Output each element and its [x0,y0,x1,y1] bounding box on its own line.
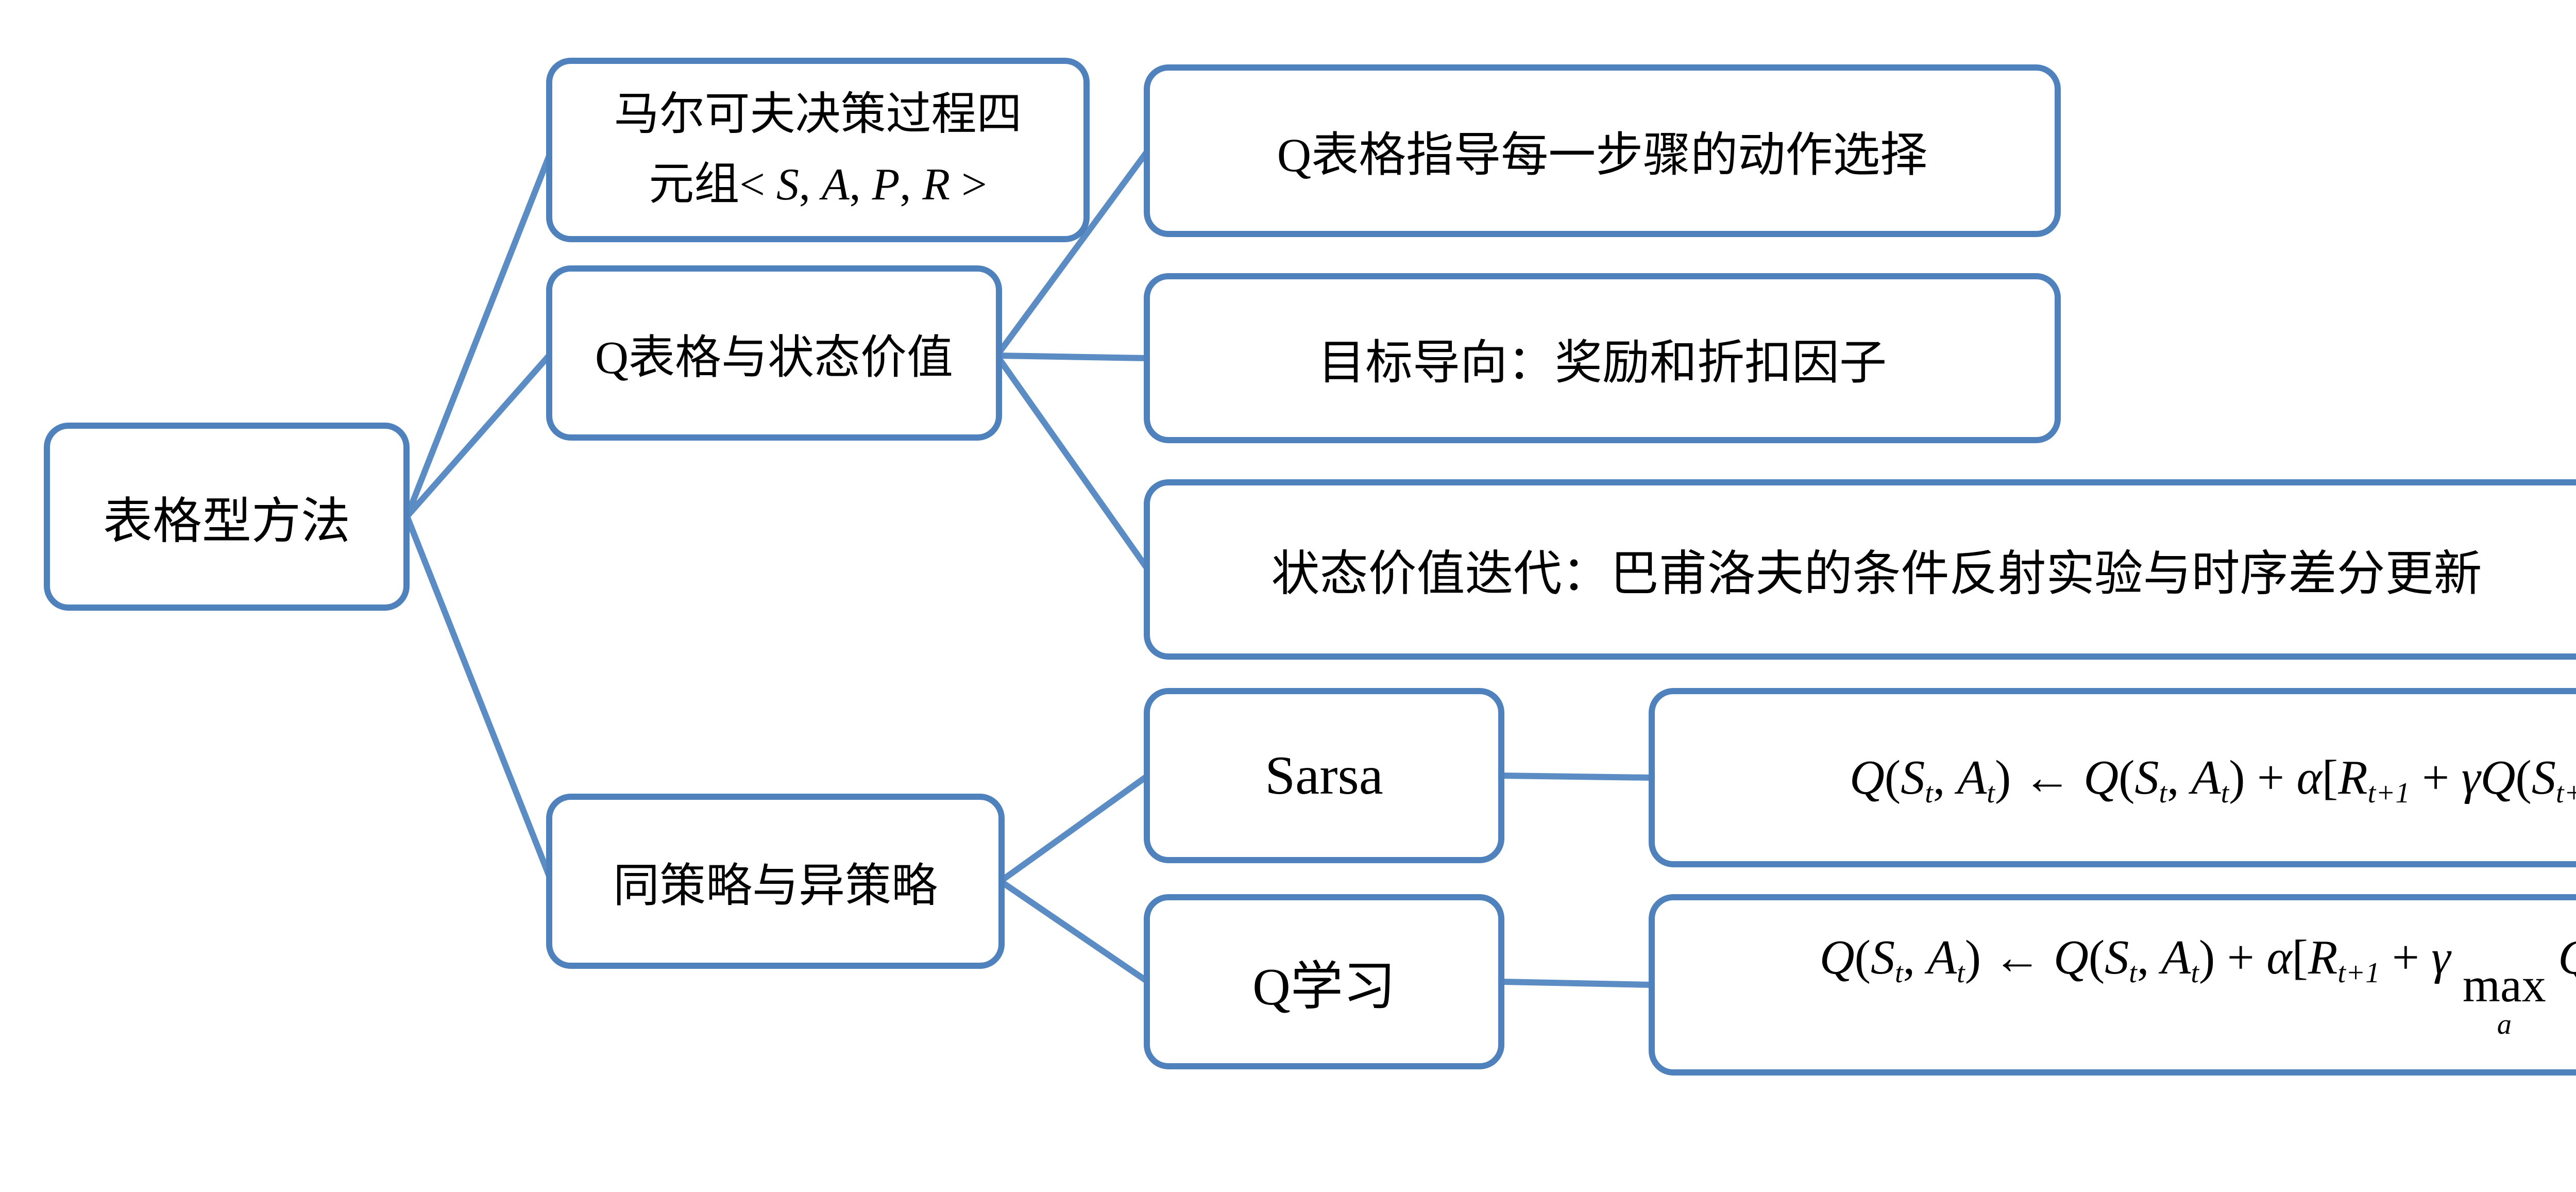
node-sarsa-formula: Q(St, At) ← Q(St, At) + α[Rt+1 + γQ(St+1… [1649,688,2576,867]
node-tabular-methods: 表格型方法 [44,423,410,611]
edge-qlearning-formula [1500,979,1653,988]
node-mdp-tuple-line1: 马尔可夫决策过程四 [614,89,1022,140]
node-mdp-tuple: 马尔可夫决策过程四 元组< S, A, P, R > [546,58,1090,242]
node-q-learning-label: Q学习 [1252,958,1396,1016]
node-action-selection-label: Q表格指导每一步骤的动作选择 [1277,129,1928,181]
edge-root-mdp [404,149,554,518]
node-action-selection: Q表格指导每一步骤的动作选择 [1144,64,2061,237]
edge-policy-sarsa [998,773,1150,884]
node-mdp-tuple-line2: 元组< S, A, P, R > [649,160,987,210]
node-on-policy-off-policy: 同策略与异策略 [546,794,1005,969]
node-q-learning: Q学习 [1144,894,1504,1069]
node-q-table-state-value-label: Q表格与状态价值 [595,332,953,383]
node-q-table-state-value: Q表格与状态价值 [546,265,1002,441]
edge-qtable-action [994,148,1150,358]
edge-sarsa-formula [1500,773,1653,781]
node-sarsa-label: Sarsa [1265,745,1383,805]
node-state-value-iteration-label: 状态价值迭代：巴甫洛夫的条件反射实验与时序差分更新 [1271,547,2482,601]
node-goal-oriented: 目标导向：奖励和折扣因子 [1144,273,2061,443]
edge-root-qtable [404,351,554,518]
node-sarsa: Sarsa [1144,688,1504,863]
node-tabular-methods-label: 表格型方法 [103,494,350,549]
node-goal-oriented-label: 目标导向：奖励和折扣因子 [1317,336,1887,389]
edge-qtable-goal [996,352,1148,361]
edge-qtable-iteration [994,354,1150,572]
sarsa-update-formula: Q(St, At) ← Q(St, At) + α[Rt+1 + γQ(St+1… [1849,751,2576,809]
node-state-value-iteration: 状态价值迭代：巴甫洛夫的条件反射实验与时序差分更新 [1144,479,2576,660]
edge-policy-qlearning [998,879,1150,984]
edge-root-policy [404,515,554,883]
node-on-policy-off-policy-label: 同策略与异策略 [613,861,938,912]
